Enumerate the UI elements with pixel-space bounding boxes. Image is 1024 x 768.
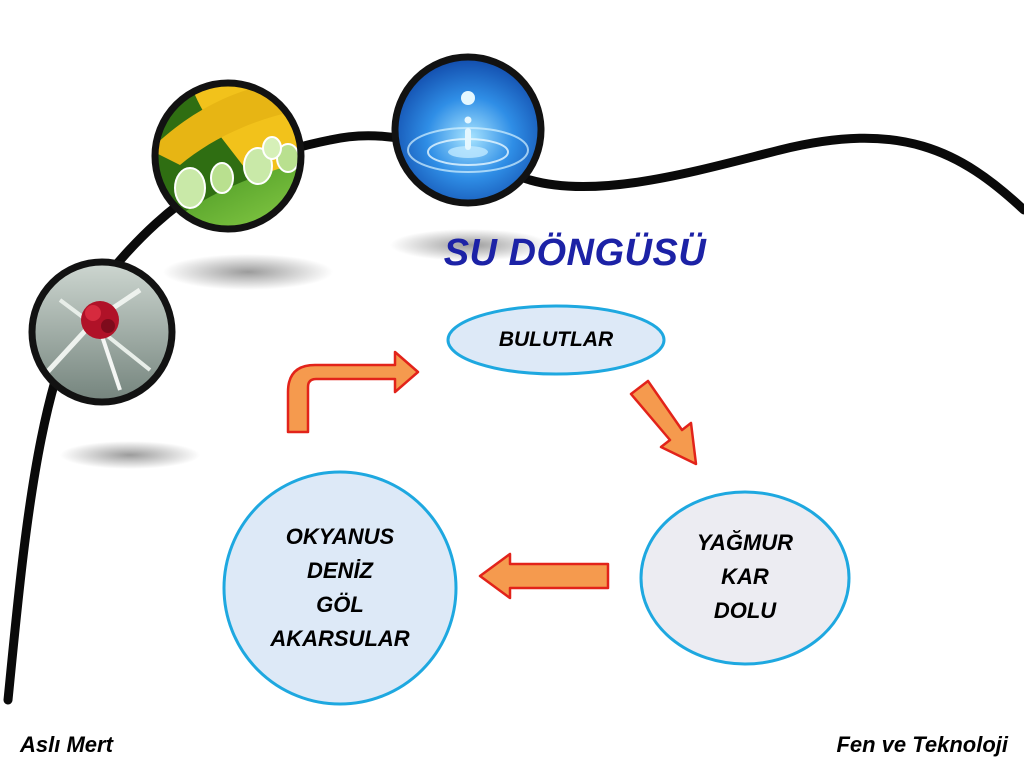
footer-author: Aslı Mert — [20, 732, 113, 757]
photo-frosted-flower — [28, 258, 176, 406]
node-precipitation — [639, 490, 851, 666]
node-clouds — [446, 304, 666, 376]
photo-water-splash — [391, 53, 545, 207]
precipitation-line: YAĞMUR — [696, 530, 794, 555]
decorative-curve — [3, 131, 1024, 705]
footer-subject: Fen ve Teknoloji — [836, 732, 1008, 757]
node-precipitation-label: YAĞMUR KAR DOLU — [655, 526, 835, 628]
photo-shadow — [60, 441, 200, 469]
water-bodies-line: GÖL — [316, 592, 364, 617]
precipitation-line: DOLU — [713, 598, 777, 623]
arrow-condensation — [629, 379, 698, 466]
photo-shadow — [390, 229, 550, 261]
node-water-bodies — [222, 470, 458, 706]
precipitation-line: KAR — [721, 564, 769, 589]
node-water-bodies-label: OKYANUS DENİZ GÖL AKARSULAR — [240, 520, 440, 656]
slide-title: SU DÖNGÜSÜ — [443, 232, 707, 274]
node-clouds-label: BULUTLAR — [498, 328, 614, 351]
water-bodies-line: OKYANUS — [285, 524, 395, 549]
arrow-collection — [478, 552, 610, 600]
water-bodies-line: AKARSULAR — [270, 626, 410, 651]
photo-shadow — [163, 254, 333, 290]
photo-leaf-drops — [151, 79, 305, 233]
water-bodies-line: DENİZ — [307, 558, 373, 583]
arrow-evaporation — [286, 350, 420, 434]
